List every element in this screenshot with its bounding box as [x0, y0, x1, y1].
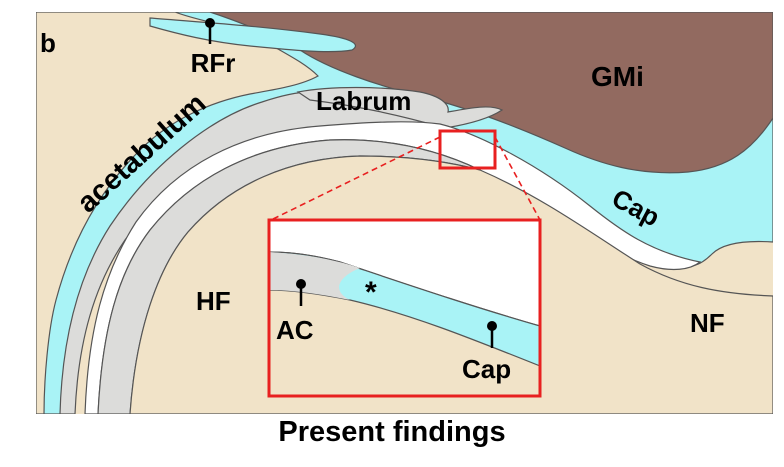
highlight-box [438, 129, 497, 170]
ac-pin-head [296, 279, 306, 289]
labrum [296, 86, 504, 129]
cap-pin-head [487, 321, 497, 331]
leader-right [494, 136, 541, 221]
inset-panel [267, 218, 542, 398]
gmi-label: GMi [591, 61, 644, 92]
cap-inset-label: Cap [462, 354, 511, 384]
figure-caption: Present findings [278, 416, 506, 448]
rfr-pin-head [205, 18, 215, 28]
nf-label: NF [690, 308, 725, 338]
rfr-label: RFr [191, 48, 236, 78]
inset-frame [267, 218, 542, 398]
panel-label: b [40, 28, 56, 58]
asterisk-marker: * [365, 276, 377, 309]
ac-label: AC [276, 315, 314, 345]
labrum-label: Labrum [316, 86, 411, 116]
hf-label: HF [196, 286, 231, 316]
rfr-tendon [149, 17, 357, 53]
inset-cartilage [269, 252, 360, 300]
leader-left [270, 136, 441, 221]
